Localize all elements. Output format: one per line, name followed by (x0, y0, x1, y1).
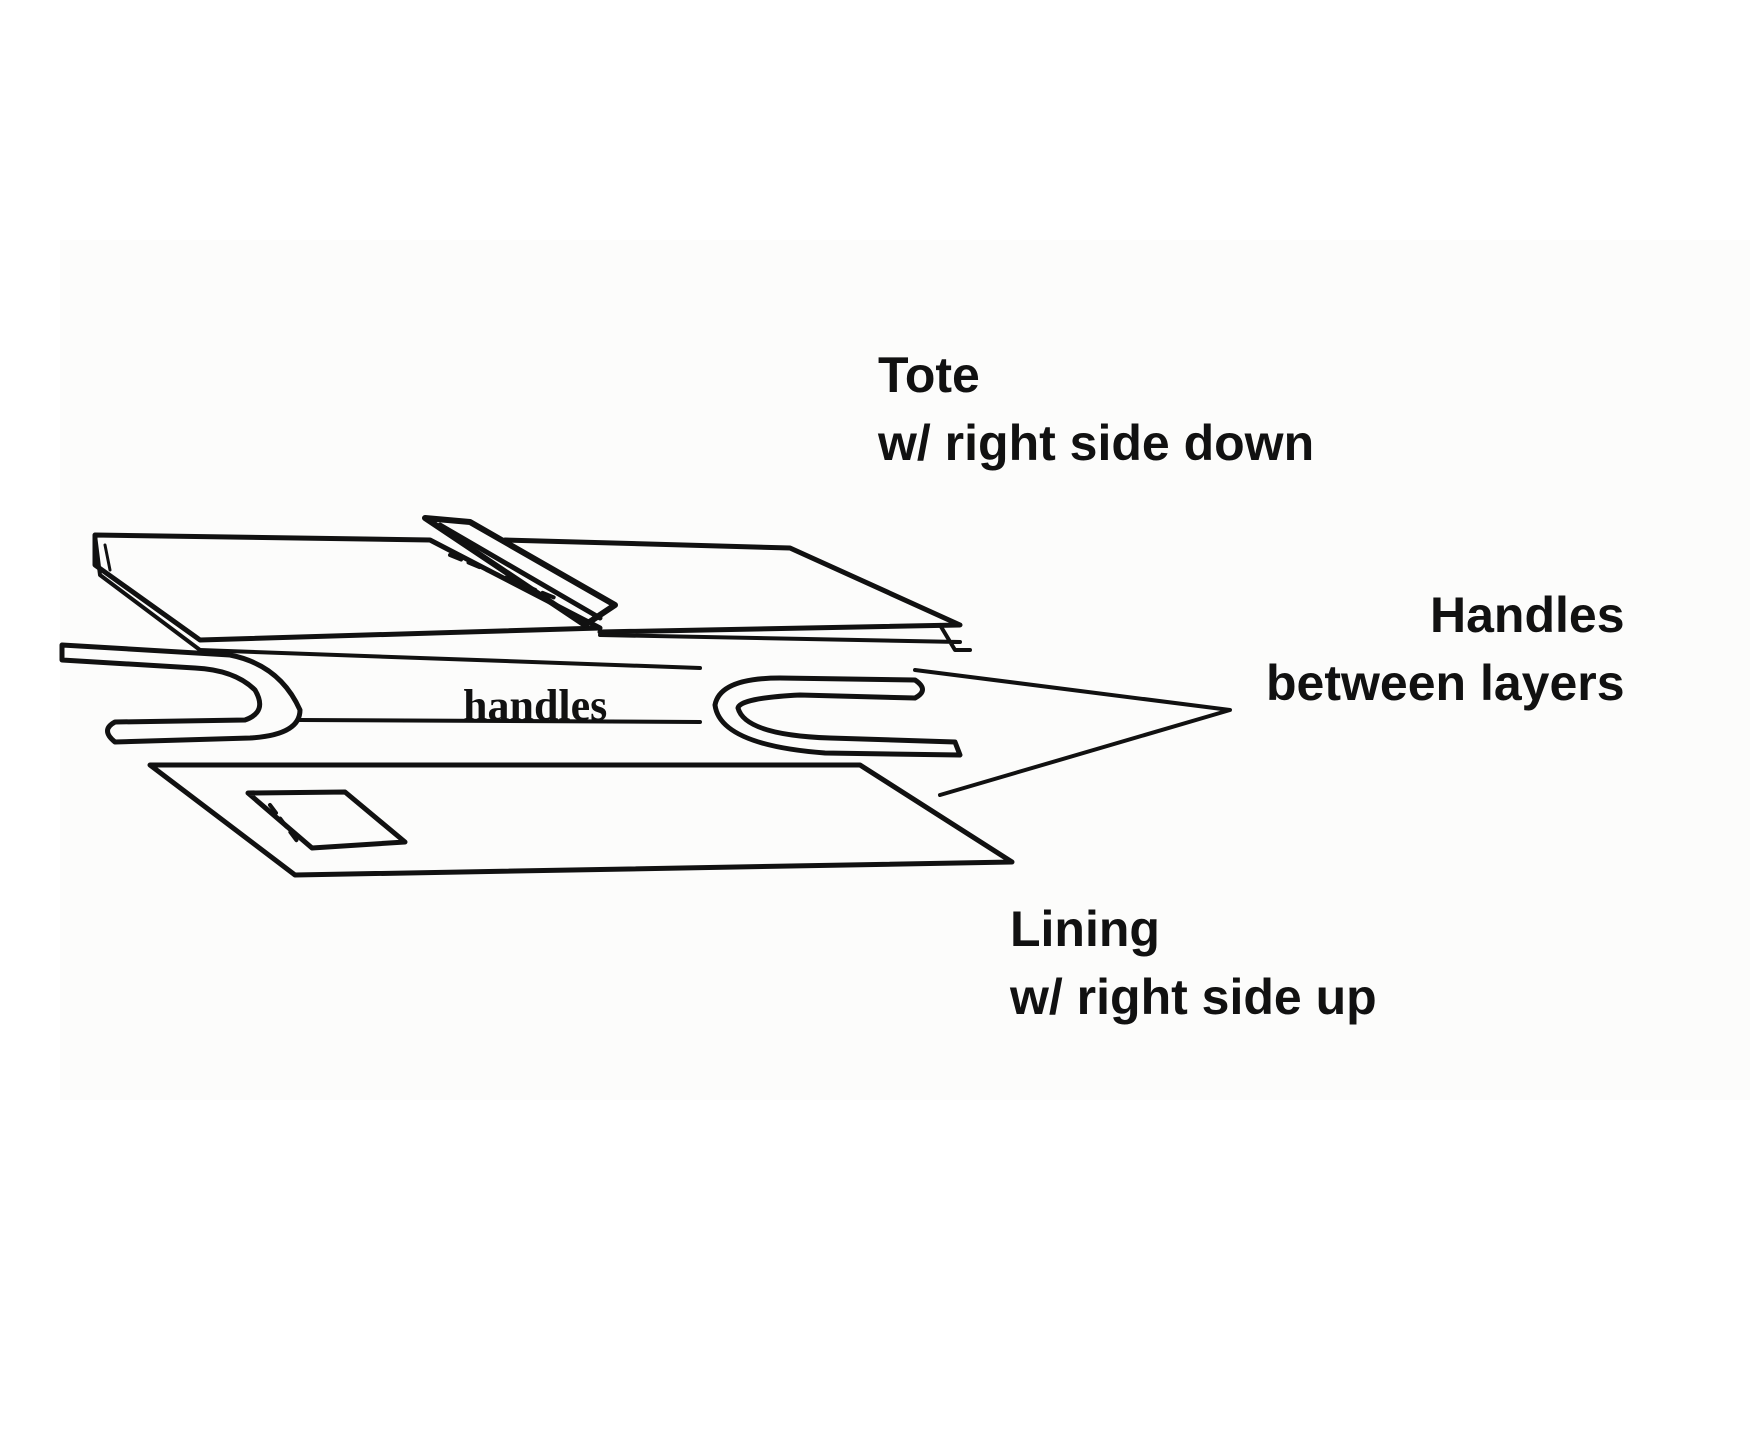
tote-fold-stroke (437, 522, 603, 621)
lining-layer (147, 762, 1015, 878)
paper-background (60, 240, 1750, 1100)
left-handle (59, 642, 303, 745)
handles-layer (59, 642, 963, 758)
tote-label-line1: Tote (878, 347, 980, 403)
lining-pocket (245, 789, 408, 851)
handles-pointer (913, 668, 1232, 797)
tote-layer (92, 515, 972, 652)
handles-label-line2: between layers (1266, 655, 1625, 711)
right-handle (712, 675, 963, 758)
tote-left-edge-2 (103, 543, 112, 572)
handles-inline-label: handles (463, 681, 608, 730)
handles-label: Handles between layers (1266, 581, 1625, 717)
lining-label: Lining w/ right side up (1010, 895, 1377, 1031)
tote-left-panel (92, 532, 603, 643)
handles-label-line1: Handles (1430, 587, 1625, 643)
tote-right-edge (598, 623, 972, 652)
pocket-stitch (268, 803, 302, 847)
handles-layer-edge-bottom (298, 718, 702, 724)
tote-label-line2: w/ right side down (878, 415, 1315, 471)
tote-label: Tote w/ right side down (878, 341, 1314, 477)
lining-panel (147, 762, 1015, 878)
lining-label-line1: Lining (1010, 901, 1160, 957)
tote-right-panel (502, 537, 963, 635)
handles-layer-edge-top (198, 648, 702, 670)
lining-label-line2: w/ right side up (1010, 969, 1377, 1025)
tote-seam-dashes (448, 553, 562, 602)
tote-left-edge (93, 533, 202, 652)
